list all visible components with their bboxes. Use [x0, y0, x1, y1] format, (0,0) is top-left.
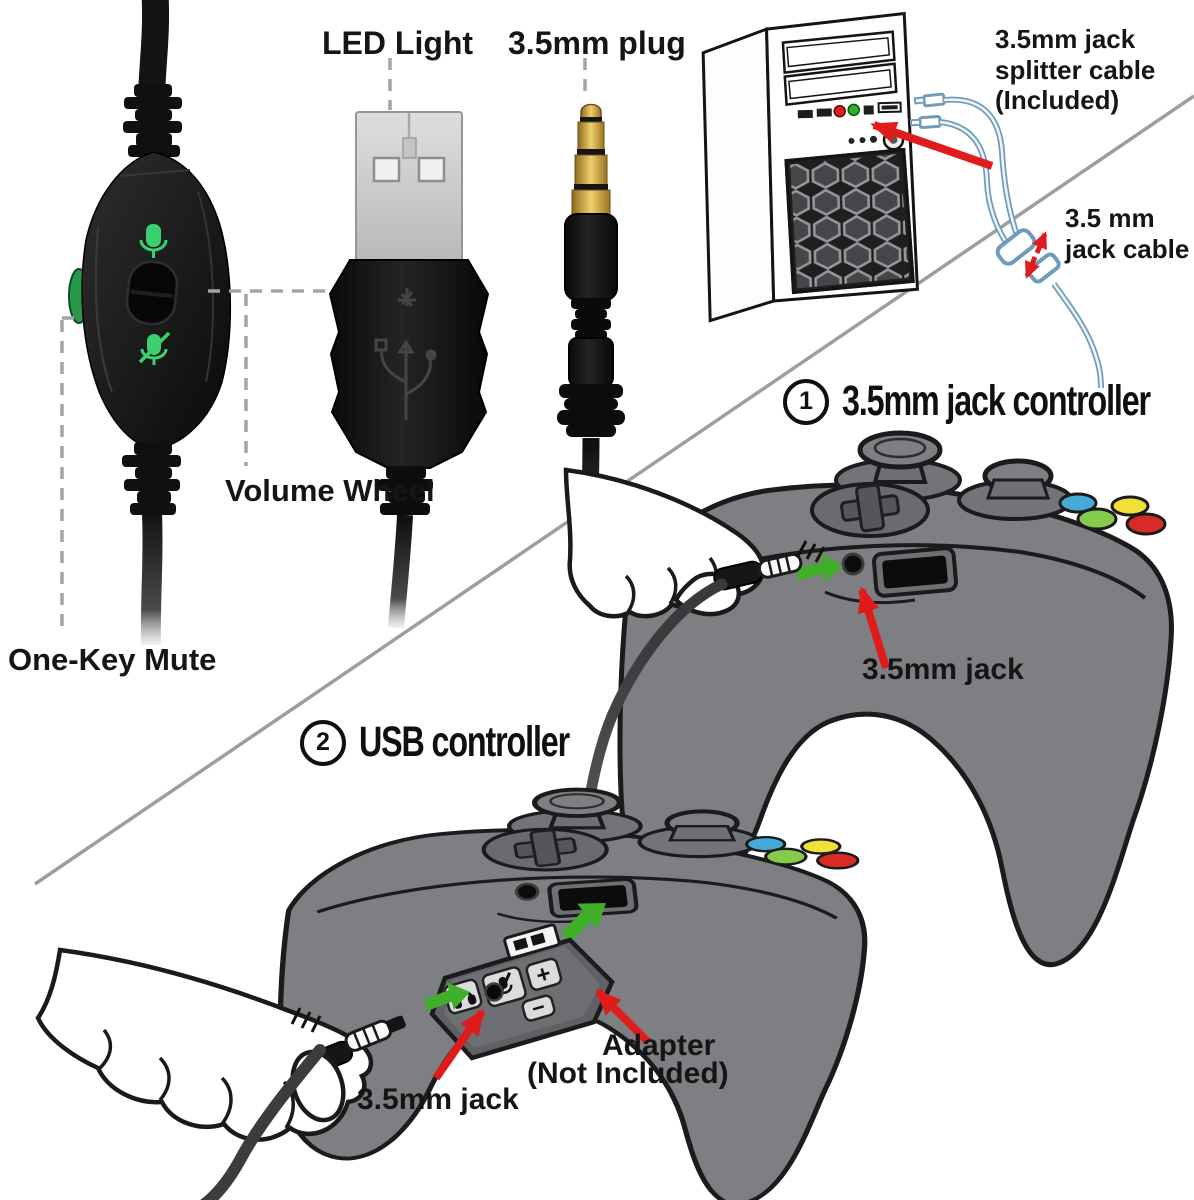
jack-cable-label: 3.5 mm jack cable	[1065, 203, 1190, 264]
adapter-jack	[484, 982, 504, 1002]
splitter-plug-icon	[909, 92, 946, 130]
pc-grille	[784, 147, 915, 295]
jack-pointer-arrow-2	[432, 1008, 486, 1081]
section2-heading: 2 USB controller	[300, 718, 639, 767]
headset-cable-2	[200, 1044, 326, 1200]
splitter-cable-label: 3.5mm jack splitter cable (Included)	[995, 24, 1156, 116]
usb-port-icon	[816, 108, 832, 117]
usb-cable	[388, 514, 413, 629]
one-key-mute-label: One-Key Mute	[8, 642, 217, 677]
pc-jack-pointer-arrow	[870, 121, 994, 170]
section1-heading: 1 3.5mm jack controller	[783, 377, 1194, 426]
mic-jack-red	[833, 104, 846, 118]
adapter-usb-connector	[503, 923, 561, 960]
adapter-pointer-arrow	[595, 989, 651, 1045]
adapter-label-line1: Adapter	[602, 1029, 716, 1062]
usb-logo-icon	[374, 288, 437, 420]
adapter-minus-button	[521, 994, 556, 1022]
inline-remote	[68, 0, 232, 646]
adapter-label-line2: (Not Included)	[527, 1057, 729, 1090]
volume-wheel-label: Volume Wheel	[225, 473, 435, 508]
usb-plug-body	[328, 259, 490, 469]
usb-strain-relief	[378, 466, 433, 515]
jack2-label: 3.5mm jack	[357, 1083, 519, 1116]
usb-port-icon	[797, 109, 813, 119]
section2-title: USB controller	[359, 718, 570, 766]
mic-icon	[139, 224, 168, 258]
adapter-plus-button	[525, 957, 563, 991]
section1-number-badge: 1	[783, 378, 829, 425]
section2-number-badge: 2	[300, 719, 346, 766]
audio-jack-green	[847, 103, 860, 117]
strain-relief-top	[123, 84, 182, 157]
headset-cable-bottom	[140, 513, 163, 646]
led-light-label: LED Light	[322, 25, 474, 61]
front-ports	[797, 101, 902, 119]
motion-marks-2	[290, 1007, 322, 1033]
one-key-mute-leader	[60, 316, 82, 634]
jack1-label: 3.5mm jack	[862, 653, 1024, 686]
mic-muted-icon	[138, 331, 171, 365]
pc-tower	[701, 11, 919, 323]
motion-marks-1	[796, 540, 826, 563]
headset-cable-top	[138, 0, 170, 87]
drive-bays	[781, 30, 898, 106]
strain-relief-bottom	[122, 442, 181, 515]
usb-plug	[328, 111, 490, 629]
jack-pointer-arrow-1	[857, 586, 890, 670]
jack-cable-arrow	[1024, 231, 1048, 279]
section1-title: 3.5mm jack controller	[842, 377, 1151, 425]
mute-slider	[125, 260, 179, 326]
plug-35mm-label: 3.5mm plug	[508, 25, 686, 61]
